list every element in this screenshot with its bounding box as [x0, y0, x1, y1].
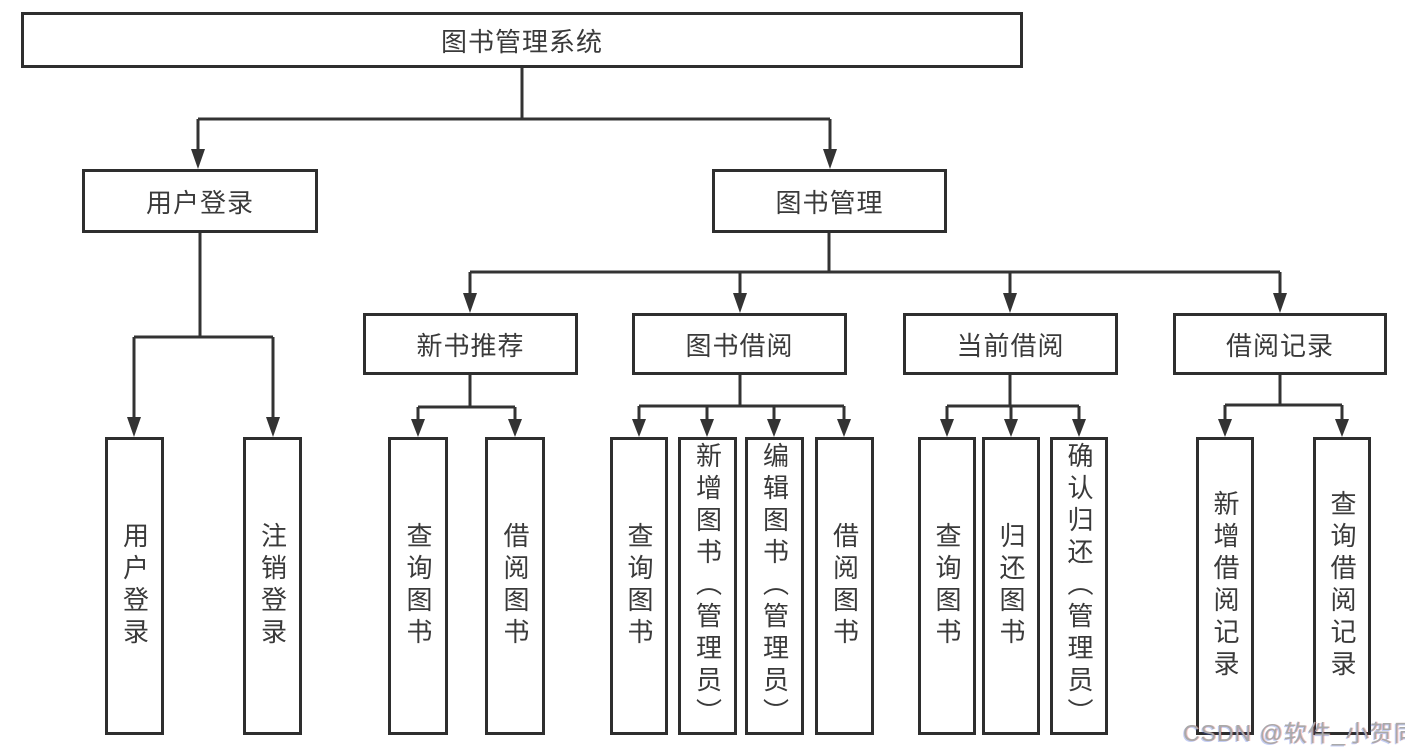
- leaf-query-borrow-record-label: 查询借阅记录: [1327, 490, 1357, 682]
- connector-borrowrecord-to-leaves: [1218, 375, 1349, 437]
- node-book-borrowing: 图书借阅: [632, 313, 847, 375]
- connector-newbookrec-to-leaves: [411, 375, 522, 437]
- leaf-borrow-book-recommend-label: 借阅图书: [500, 522, 530, 650]
- leaf-query-book-current-label: 查询图书: [932, 522, 962, 650]
- leaf-query-book-current: 查询图书: [918, 437, 976, 735]
- leaf-query-book-recommend: 查询图书: [388, 437, 448, 735]
- leaf-return-book: 归还图书: [982, 437, 1040, 735]
- node-borrowing-records-label: 借阅记录: [1225, 330, 1334, 361]
- leaf-add-borrow-record: 新增借阅记录: [1196, 437, 1254, 735]
- csdn-watermark: CSDN @软件_小贺同学: [1183, 720, 1405, 746]
- connector-root-to-level2: [191, 68, 837, 169]
- leaf-user-login: 用户登录: [105, 437, 164, 735]
- node-user-login: 用户登录: [82, 169, 318, 233]
- leaf-return-book-label: 归还图书: [996, 522, 1026, 650]
- node-book-management: 图书管理: [712, 169, 947, 233]
- leaf-logout: 注销登录: [243, 437, 302, 735]
- node-user-login-label: 用户登录: [145, 187, 254, 218]
- leaf-confirm-return-admin-label: 确认归还（管理员）: [1064, 442, 1094, 730]
- leaf-add-book-admin-label: 新增图书（管理员）: [692, 442, 723, 730]
- node-new-book-recommend: 新书推荐: [363, 313, 578, 375]
- node-root: 图书管理系统: [21, 12, 1023, 68]
- connector-bookmgmt-to-level3: [463, 233, 1287, 313]
- leaf-borrow-book-recommend: 借阅图书: [485, 437, 545, 735]
- connector-userlogin-to-leaves: [127, 233, 280, 437]
- leaf-edit-book-admin: 编辑图书（管理员）: [745, 437, 804, 735]
- leaf-confirm-return-admin: 确认归还（管理员）: [1050, 437, 1108, 735]
- leaf-add-borrow-record-label: 新增借阅记录: [1210, 490, 1240, 682]
- connector-currentborrow-to-leaves: [940, 375, 1086, 437]
- leaf-edit-book-admin-label: 编辑图书（管理员）: [759, 442, 790, 730]
- leaf-query-book-borrowing-label: 查询图书: [624, 522, 654, 650]
- leaf-user-login-label: 用户登录: [119, 522, 150, 650]
- node-book-management-label: 图书管理: [775, 187, 884, 218]
- node-borrowing-records: 借阅记录: [1173, 313, 1387, 375]
- leaf-borrow-book: 借阅图书: [815, 437, 874, 735]
- leaf-logout-label: 注销登录: [257, 522, 288, 650]
- leaf-add-book-admin: 新增图书（管理员）: [678, 437, 737, 735]
- node-current-borrowing-label: 当前借阅: [956, 330, 1065, 361]
- node-book-borrowing-label: 图书借阅: [685, 330, 794, 361]
- leaf-query-borrow-record: 查询借阅记录: [1313, 437, 1371, 735]
- node-new-book-recommend-label: 新书推荐: [416, 330, 525, 361]
- node-root-label: 图书管理系统: [440, 26, 603, 57]
- node-current-borrowing: 当前借阅: [903, 313, 1118, 375]
- leaf-borrow-book-label: 借阅图书: [829, 522, 860, 650]
- connector-bookborrow-to-leaves: [632, 375, 851, 437]
- leaf-query-book-recommend-label: 查询图书: [403, 522, 433, 650]
- leaf-query-book-borrowing: 查询图书: [610, 437, 668, 735]
